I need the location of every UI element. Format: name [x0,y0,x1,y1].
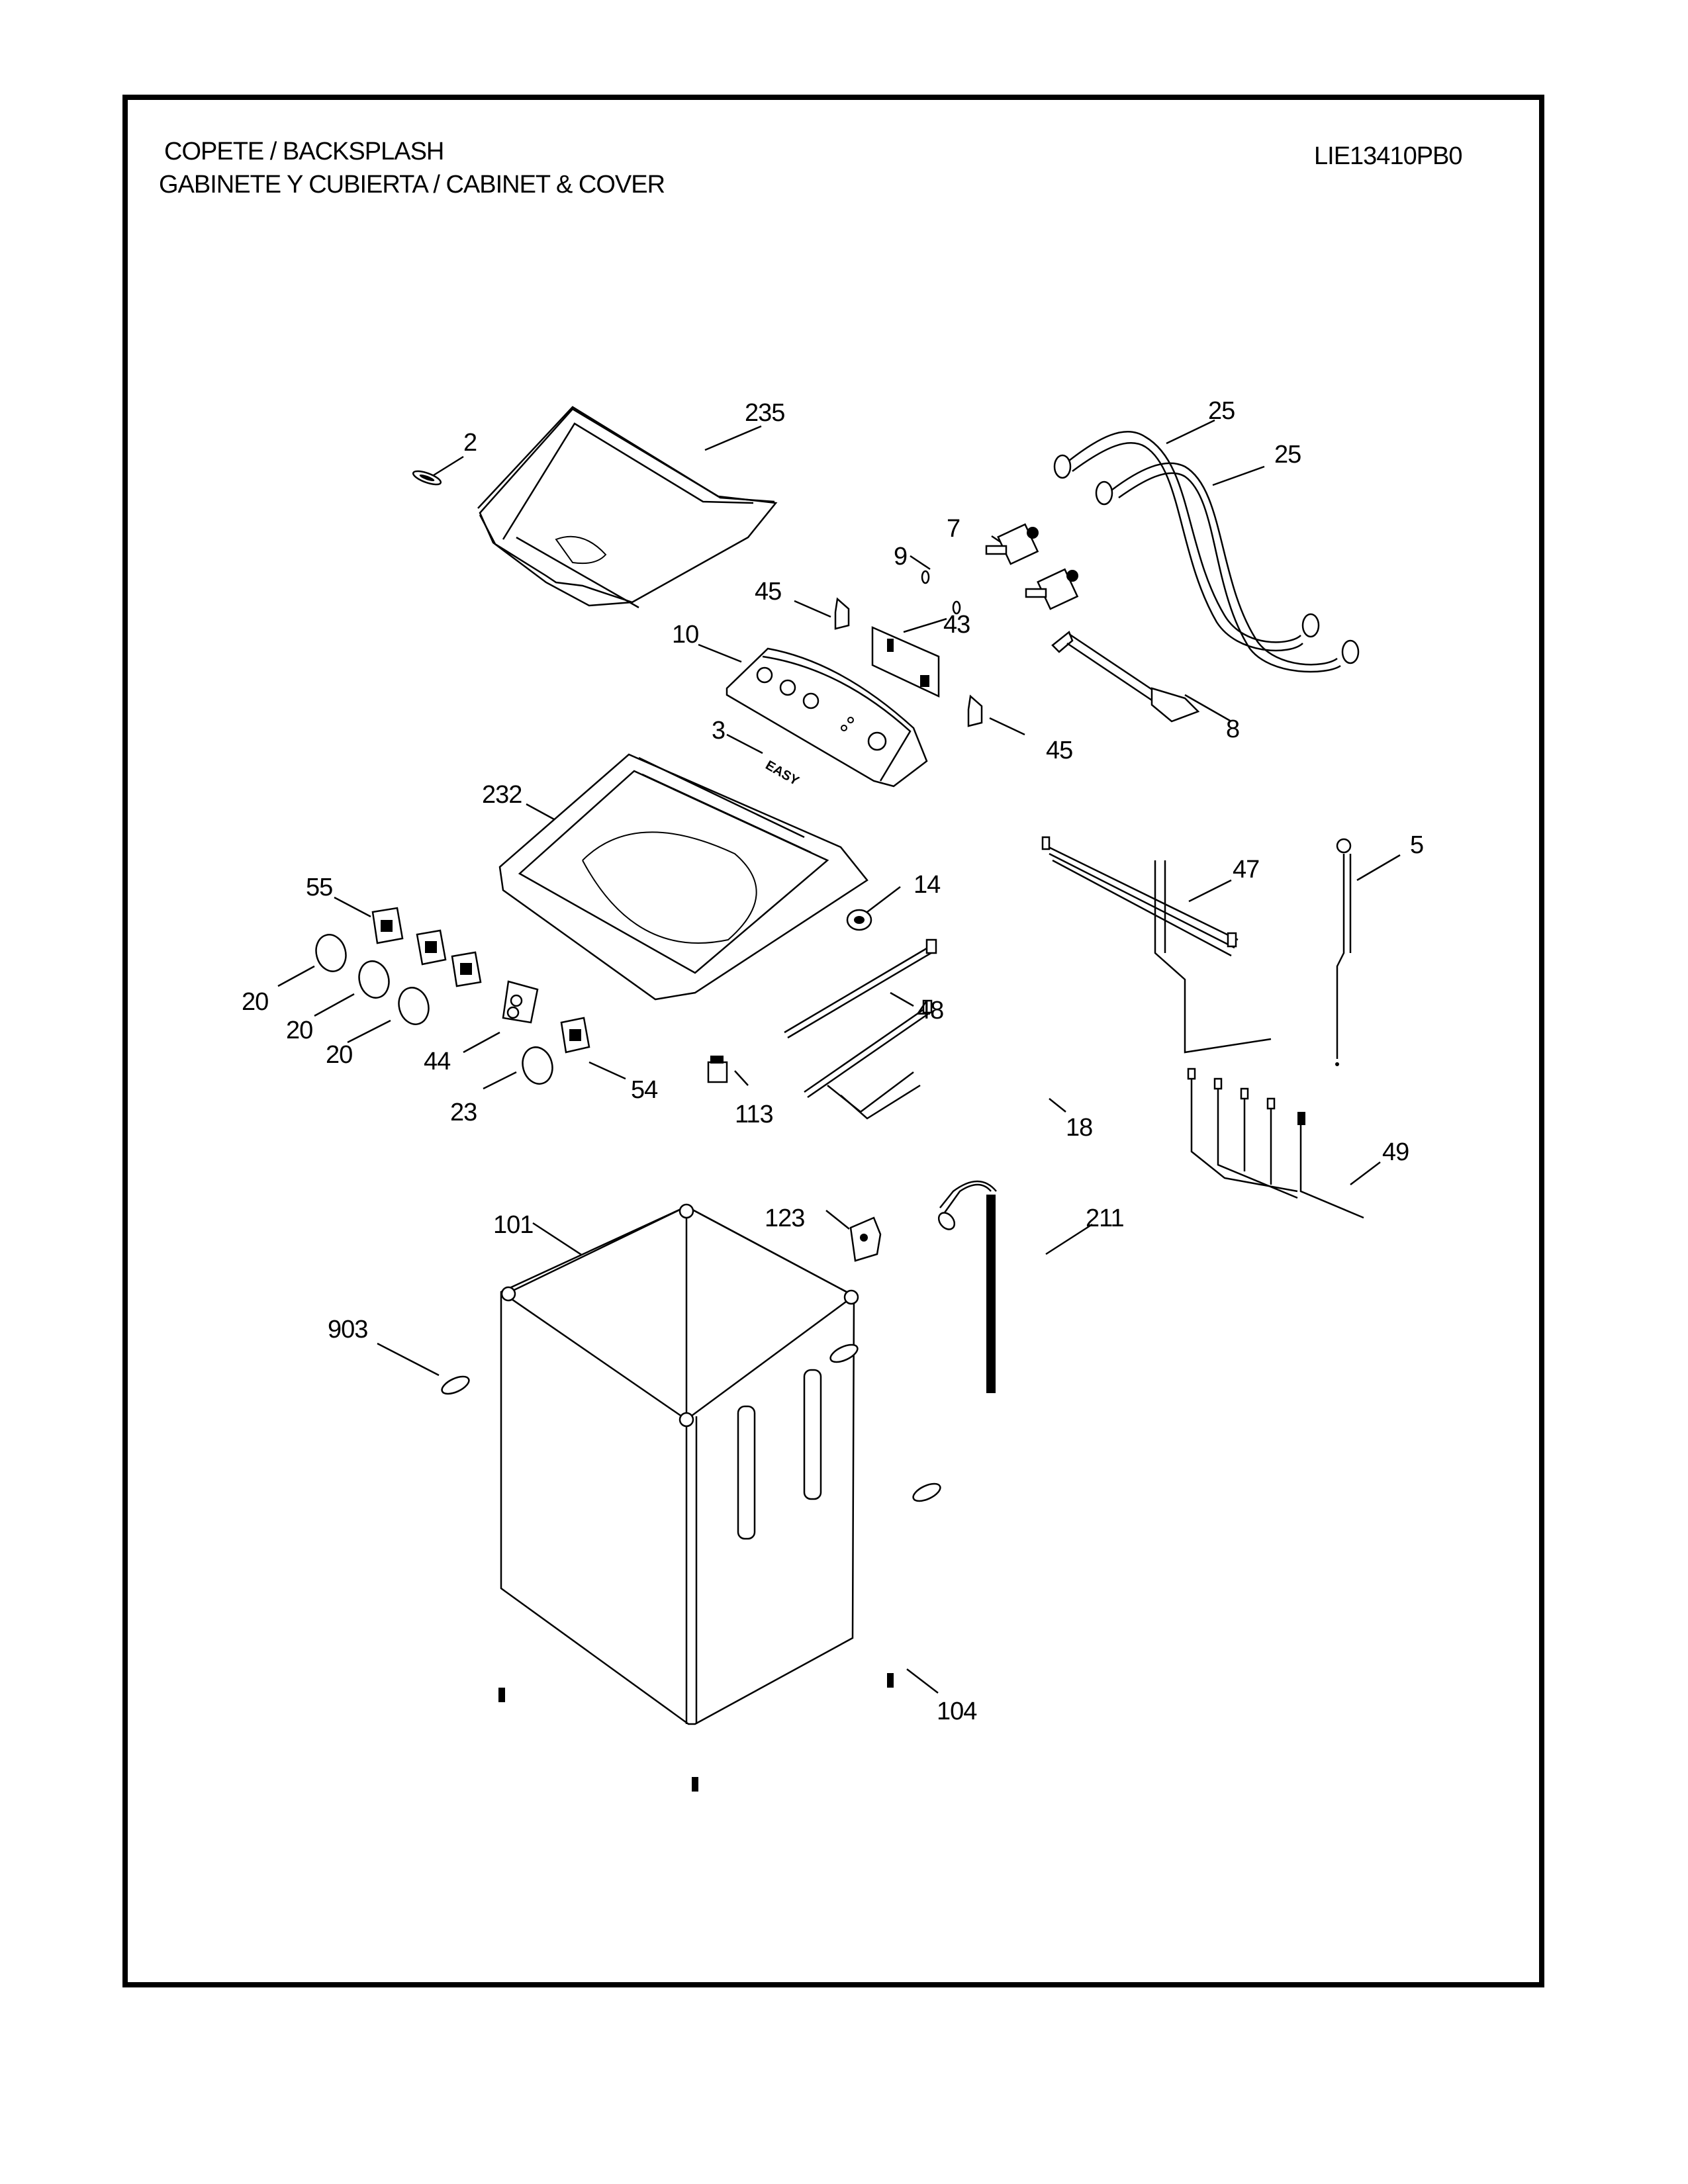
section-title-cabinet-cover: GABINETE Y CUBIERTA / CABINET & COVER [159,171,665,199]
callout-903: 903 [328,1316,368,1343]
part-wire-harness-lid [784,938,937,1039]
callout-18: 18 [1066,1114,1093,1142]
part-hose-clips [921,570,961,615]
callout-47: 47 [1233,856,1260,884]
leader-47 [1188,879,1232,903]
leader-903 [377,1342,440,1377]
callout-3: 3 [712,717,726,745]
part-wire-harness-motor [1187,1068,1364,1219]
part-inlet-hoses [1053,431,1360,673]
part-timer-switch [560,1017,590,1054]
leader-55 [334,896,371,918]
part-selector-switches [371,907,482,987]
callout-20a: 20 [242,988,269,1016]
callout-113: 113 [735,1101,774,1128]
part-lid-switch [846,909,872,931]
leader-20b [314,993,355,1017]
leader-lines [277,419,1401,1694]
leader-49 [1350,1161,1381,1185]
leader-25a [1166,419,1215,445]
part-wire-harness-lower [804,999,933,1120]
leader-48 [890,991,914,1007]
leader-14 [867,886,901,913]
callout-43: 43 [943,611,970,639]
callout-55: 55 [306,874,333,901]
leader-20c [347,1019,391,1044]
section-title-backsplash: COPETE / BACKSPLASH [164,138,444,165]
leader-45b [989,717,1025,736]
leader-8 [1184,694,1232,723]
part-control-console [726,647,928,788]
leader-235 [704,425,762,451]
callout-8: 8 [1226,715,1240,743]
leader-44 [463,1031,500,1054]
callout-25b: 25 [1274,441,1301,469]
leader-25b [1212,465,1265,486]
leader-123 [825,1210,850,1230]
leader-211 [1045,1223,1093,1255]
callout-45a: 45 [755,578,782,606]
callout-25a: 25 [1208,397,1235,425]
callout-5: 5 [1410,831,1424,859]
leader-54 [588,1061,626,1080]
part-inlet-valves [985,523,1079,610]
leader-18 [1049,1098,1066,1113]
leader-113 [734,1070,749,1086]
easy-decal: EASY [763,758,802,789]
callout-14: 14 [914,871,941,899]
callout-123: 123 [765,1205,805,1232]
part-cabinet [500,1203,859,1725]
leader-3 [726,733,763,754]
part-power-cord [1335,838,1352,1066]
callout-232: 232 [482,781,522,809]
part-wire-harness-main [1041,836,1272,1054]
callout-54: 54 [631,1076,658,1104]
leader-23 [483,1071,517,1090]
leader-20a [277,965,315,987]
part-drain-hose [937,1180,997,1393]
leader-104 [906,1668,939,1694]
leader-10 [698,643,742,663]
callout-9: 9 [894,543,908,570]
part-pressure-switch [707,1056,728,1083]
part-hose-support [849,1216,882,1262]
model-number: LIE13410PB0 [1314,142,1463,170]
callout-45b: 45 [1046,737,1073,764]
part-control-board [871,626,940,698]
callout-48: 48 [917,997,944,1024]
part-top-cover [498,753,868,1001]
part-fill-nozzle [1051,630,1200,723]
part-handle-inserts [441,1343,941,1502]
callout-44: 44 [424,1048,451,1075]
part-console-brackets [834,597,983,727]
part-push-button-board [502,980,539,1024]
part-lid-bumper [412,470,442,486]
part-lid [477,406,778,609]
leader-43 [903,617,947,633]
callout-49: 49 [1382,1138,1409,1166]
callout-23: 23 [450,1099,477,1126]
leader-2 [433,455,464,477]
callout-10: 10 [672,621,699,649]
callout-2: 2 [463,429,477,457]
callout-7: 7 [947,515,961,543]
drawing-frame [122,95,1544,1987]
callout-101: 101 [493,1211,534,1239]
leader-5 [1356,854,1401,882]
callout-211: 211 [1086,1205,1125,1232]
leader-45a [794,600,831,618]
callout-20b: 20 [286,1017,313,1044]
part-leveling-legs [498,1673,894,1792]
callout-104: 104 [937,1698,977,1725]
leader-9 [910,555,931,570]
callout-20c: 20 [326,1041,353,1069]
callout-235: 235 [745,399,785,427]
part-knobs [315,934,553,1085]
